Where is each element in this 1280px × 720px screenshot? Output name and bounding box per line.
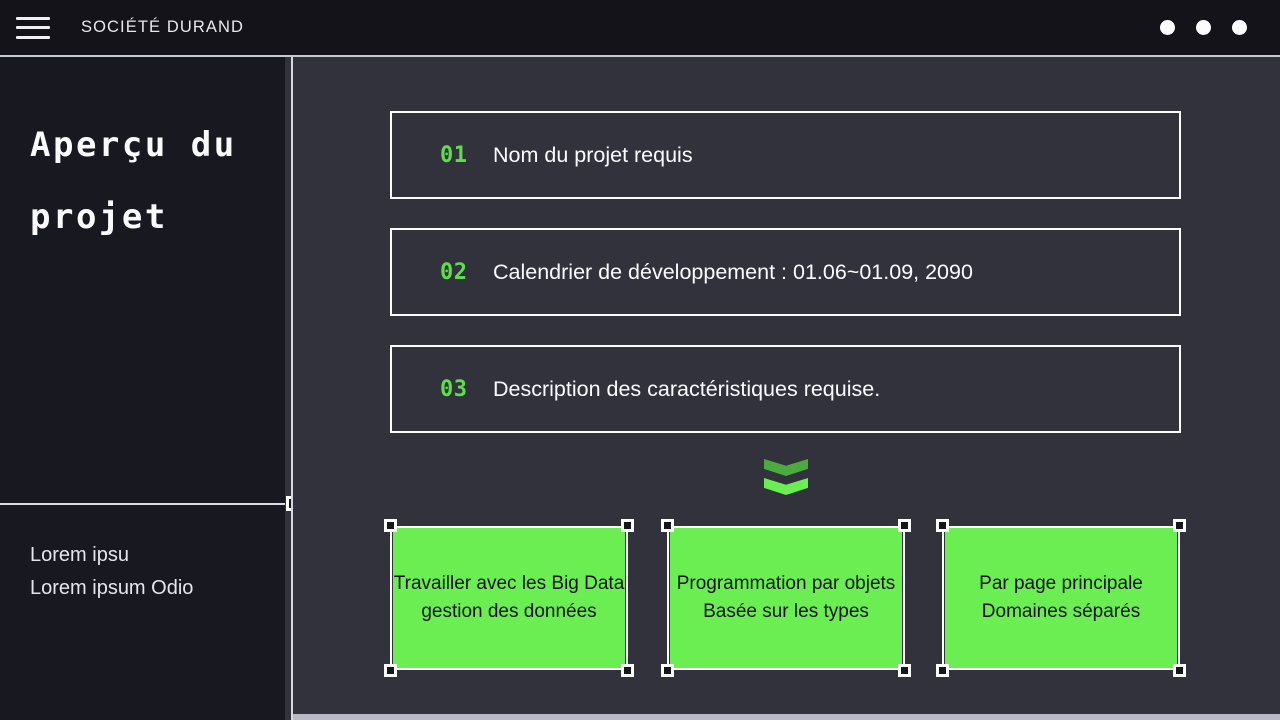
requirement-text: Nom du projet requis — [493, 142, 693, 167]
window-dot-1-icon[interactable] — [1160, 20, 1175, 35]
feature-card-1-line2: gestion des données — [421, 601, 597, 622]
selection-edge-top — [667, 526, 905, 528]
resize-handle-top-right[interactable] — [898, 519, 911, 532]
window-dot-3-icon[interactable] — [1232, 20, 1247, 35]
selection-edge-top — [942, 526, 1180, 528]
resize-handle-bottom-left[interactable] — [384, 664, 397, 677]
resize-handle-top-right[interactable] — [1173, 519, 1186, 532]
resize-handle-bottom-left[interactable] — [936, 664, 949, 677]
resize-handle-top-left[interactable] — [936, 519, 949, 532]
requirement-row-2[interactable]: 02 Calendrier de développement : 01.06~0… — [390, 228, 1181, 316]
vertical-divider — [291, 57, 293, 720]
hamburger-line-2 — [16, 26, 50, 29]
selection-edge-bottom — [667, 668, 905, 670]
requirement-text: Calendrier de développement : 01.06~01.0… — [493, 259, 973, 284]
feature-card-3-line1: Par page principale — [979, 573, 1143, 594]
requirement-row-3[interactable]: 03 Description des caractéristiques requ… — [390, 345, 1181, 433]
selection-edge-right — [1178, 526, 1180, 670]
feature-card-3-line2: Domaines séparés — [981, 601, 1141, 622]
requirement-number: 01 — [440, 142, 468, 168]
chevron-down-lower-icon — [764, 478, 808, 495]
chevron-down-upper-icon — [764, 459, 808, 476]
resize-handle-top-left[interactable] — [384, 519, 397, 532]
requirement-number: 03 — [440, 376, 468, 402]
hamburger-line-1 — [16, 16, 50, 20]
selection-edge-left — [942, 526, 944, 670]
resize-handle-bottom-right[interactable] — [621, 664, 634, 677]
feature-card-1-wrapper[interactable]: Travailler avec les Big Data gestion des … — [384, 519, 634, 677]
requirement-text: Description des caractéristiques requise… — [493, 376, 881, 401]
feature-card-1-line1: Travailler avec les Big Data — [393, 573, 625, 594]
bottom-scrollbar[interactable] — [293, 714, 1280, 720]
selection-edge-bottom — [942, 668, 1180, 670]
selection-edge-top — [390, 526, 628, 528]
selection-edge-right — [903, 526, 905, 670]
sidebar-subtext: Lorem ipsu Lorem ipsum Odio — [30, 544, 194, 599]
brand-title: SOCIÉTÉ DURAND — [81, 18, 244, 36]
sidebar-divider — [0, 503, 285, 505]
feature-card-2-line2: Basée sur les types — [703, 601, 869, 622]
resize-handle-top-left[interactable] — [661, 519, 674, 532]
resize-handle-bottom-left[interactable] — [661, 664, 674, 677]
requirement-number: 02 — [440, 259, 468, 285]
selection-edge-left — [667, 526, 669, 670]
selection-edge-right — [626, 526, 628, 670]
hamburger-line-3 — [16, 35, 50, 39]
resize-handle-bottom-right[interactable] — [898, 664, 911, 677]
selection-edge-left — [390, 526, 392, 670]
main-content: 01 Nom du projet requis 02 Calendrier de… — [293, 57, 1280, 718]
window-dot-2-icon[interactable] — [1196, 20, 1211, 35]
feature-card-1-text: Travailler avec les Big Data gestion des … — [394, 570, 625, 626]
resize-handle-bottom-right[interactable] — [1173, 664, 1186, 677]
resize-handle-top-right[interactable] — [621, 519, 634, 532]
top-header-bar: SOCIÉTÉ DURAND — [0, 0, 1280, 55]
selection-edge-bottom — [390, 668, 628, 670]
header-underline — [0, 55, 1280, 57]
requirement-row-1[interactable]: 01 Nom du projet requis — [390, 111, 1181, 199]
page-title: Aperçu du projet — [30, 125, 237, 237]
feature-card-1[interactable]: Travailler avec les Big Data gestion des … — [393, 528, 625, 668]
hamburger-menu-icon[interactable] — [16, 16, 50, 39]
sidebar-panel: Aperçu du projet Lorem ipsu Lorem ipsum … — [0, 57, 285, 720]
window-controls[interactable] — [1160, 0, 1247, 55]
feature-card-2-line1: Programmation par objets — [676, 573, 896, 594]
double-chevron-down-icon — [764, 459, 808, 497]
